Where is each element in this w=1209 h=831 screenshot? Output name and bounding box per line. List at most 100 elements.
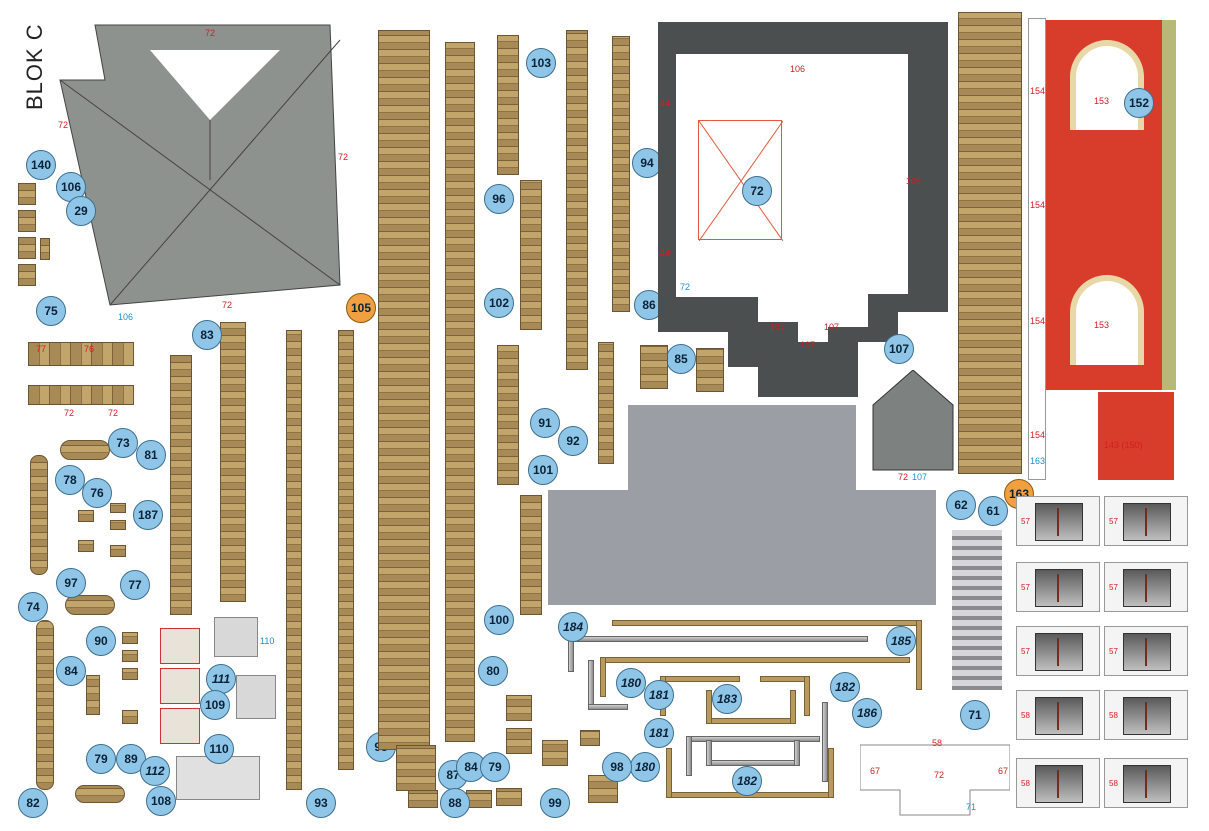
arch-84	[36, 620, 54, 790]
roof-piece	[59, 24, 341, 306]
piece-88	[408, 790, 438, 808]
box-dim: 58	[1109, 711, 1118, 720]
piece-79b	[496, 788, 522, 806]
wall-edge	[1162, 20, 1176, 390]
stone-block	[18, 210, 36, 232]
roof-left-dim: 72	[58, 120, 69, 130]
callout-76: 76	[82, 478, 112, 508]
callout-72: 72	[742, 176, 772, 206]
trim-185b-v	[600, 657, 606, 697]
arch-top	[65, 595, 115, 615]
platform-base	[548, 490, 936, 605]
callout-88: 88	[440, 788, 470, 818]
callout-103: 103	[526, 48, 556, 78]
strip-73	[28, 385, 134, 405]
stone-block	[18, 264, 36, 286]
trim-184-v	[916, 620, 922, 690]
piece-84b	[466, 790, 492, 808]
callout-79: 79	[86, 744, 116, 774]
trim-182-v	[804, 676, 810, 716]
vent-box: 57	[1016, 562, 1100, 612]
column-95	[338, 330, 354, 770]
sheet-title: BLOK C	[22, 18, 52, 118]
frame-dim: 72	[680, 282, 691, 292]
callout-99: 99	[540, 788, 570, 818]
rail-186b-v	[794, 740, 800, 766]
column-93	[286, 330, 302, 790]
callout-106: 106	[56, 172, 86, 202]
trim-183-v	[706, 690, 712, 724]
roof-blue-dim: 106	[118, 312, 134, 322]
callout-112: 112	[140, 756, 170, 786]
stone-block	[110, 545, 126, 557]
piece-98	[580, 730, 600, 746]
arch-bottom	[75, 785, 125, 803]
callout-186: 186	[852, 698, 882, 728]
trim-180b-v	[666, 748, 672, 798]
rail-186-v	[822, 702, 828, 782]
rail-180	[588, 704, 628, 710]
callout-109: 109	[200, 690, 230, 720]
blocks-101	[497, 345, 519, 485]
red-wall-lower	[1098, 392, 1174, 480]
stone-block	[18, 237, 36, 259]
callout-182b: 182	[732, 766, 762, 796]
box-dim: 57	[1021, 517, 1030, 526]
stone-block	[110, 520, 126, 530]
callout-102: 102	[484, 288, 514, 318]
stone-block	[40, 238, 50, 260]
stairs-62	[952, 530, 1002, 690]
callout-96: 96	[484, 184, 514, 214]
strip-dim: 72	[64, 408, 75, 418]
callout-181: 181	[644, 680, 674, 710]
gable-107	[872, 370, 954, 471]
vent-box: 58	[1104, 758, 1188, 808]
callout-75: 75	[36, 296, 66, 326]
trim-183-v	[790, 690, 796, 724]
callout-94: 94	[632, 148, 662, 178]
base-dim: 72	[934, 770, 945, 780]
piece-80	[506, 695, 532, 721]
callout-84: 84	[56, 656, 86, 686]
tower-long	[378, 30, 430, 750]
callout-62: 62	[946, 490, 976, 520]
stone-block	[110, 503, 126, 513]
wall-dim: 163	[1030, 456, 1046, 466]
box-dim: 57	[1021, 647, 1030, 656]
callout-71: 71	[960, 700, 990, 730]
strip-dim: 72	[108, 408, 119, 418]
blocks-102	[520, 180, 542, 330]
stone-block	[78, 540, 94, 552]
frame-dim: 106	[790, 64, 806, 74]
piece-85	[696, 348, 724, 392]
arch-window	[1070, 275, 1144, 365]
rail-185	[568, 636, 868, 642]
strip-dim: 77	[36, 344, 47, 354]
box-dim: 58	[1021, 779, 1030, 788]
callout-180: 180	[616, 668, 646, 698]
piece-99	[542, 740, 568, 766]
frame-dim: 107	[824, 322, 840, 332]
stone-block	[122, 710, 138, 724]
wall-dim: 143 (150)	[1104, 440, 1143, 450]
wall-strip	[958, 12, 1022, 474]
strip-92	[598, 342, 614, 464]
trim-183	[706, 718, 796, 724]
callout-110: 110	[204, 734, 234, 764]
window-piece	[160, 628, 200, 664]
tower-long	[445, 42, 475, 742]
callout-93: 93	[306, 788, 336, 818]
stone-block	[18, 183, 36, 205]
callout-61: 61	[978, 496, 1008, 526]
wall-dim: 154	[1030, 86, 1046, 96]
callout-73: 73	[108, 428, 138, 458]
trim-180b-v	[828, 748, 834, 798]
arch-dim: 153	[1094, 96, 1110, 106]
piece-80b	[506, 728, 532, 754]
frame-dim: 106	[906, 176, 922, 186]
callout-91: 91	[530, 408, 560, 438]
stone-block	[122, 668, 138, 680]
callout-185: 185	[886, 626, 916, 656]
box-dim: 57	[1021, 583, 1030, 592]
callout-89: 89	[116, 744, 146, 774]
